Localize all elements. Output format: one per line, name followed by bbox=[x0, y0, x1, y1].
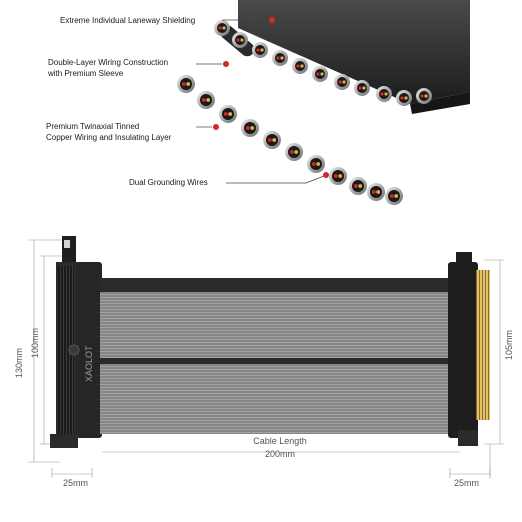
dimension-lines bbox=[28, 239, 504, 478]
callout-twinaxial-line2: Copper Wiring and Insulating Layer bbox=[46, 133, 172, 142]
cable-row-back bbox=[214, 20, 432, 106]
callout-double-layer: Double-Layer Wiring Construction with Pr… bbox=[48, 57, 168, 79]
pcie-edge-connector bbox=[448, 252, 490, 446]
callout-double-layer-line1: Double-Layer Wiring Construction bbox=[48, 58, 169, 67]
dim-left-width: 25mm bbox=[63, 478, 89, 488]
brand-label: XAOLOT bbox=[84, 345, 94, 382]
ribbon-cables bbox=[100, 278, 450, 434]
dim-cable-length-value: 200mm bbox=[264, 449, 295, 459]
dim-right-height: 105mm bbox=[504, 329, 514, 360]
callout-twinaxial: Premium Twinaxial Tinned Copper Wiring a… bbox=[46, 121, 171, 143]
dim-cable-length-label: Cable Length bbox=[253, 436, 307, 446]
dim-right-width: 25mm bbox=[454, 478, 480, 488]
callout-shielding: Extreme Individual Laneway Shielding bbox=[60, 16, 196, 25]
callout-grounding: Dual Grounding Wires bbox=[129, 178, 208, 187]
cable-cross-section-illustration bbox=[177, 0, 470, 205]
dim-board-height: 100mm bbox=[30, 327, 40, 358]
pcie-slot-board: XAOLOT bbox=[50, 236, 102, 448]
ribbon-body-side bbox=[410, 92, 470, 114]
cable-row-front bbox=[177, 75, 403, 205]
riser-cable-drawing: XAOLOT bbox=[28, 236, 504, 478]
dim-total-height: 130mm bbox=[14, 347, 24, 378]
callout-double-layer-line2: with Premium Sleeve bbox=[48, 69, 124, 78]
callout-twinaxial-line1: Premium Twinaxial Tinned bbox=[46, 122, 140, 131]
callout-dots bbox=[213, 17, 329, 178]
callout-leaders bbox=[196, 19, 325, 184]
ribbon-body-top bbox=[238, 0, 470, 104]
